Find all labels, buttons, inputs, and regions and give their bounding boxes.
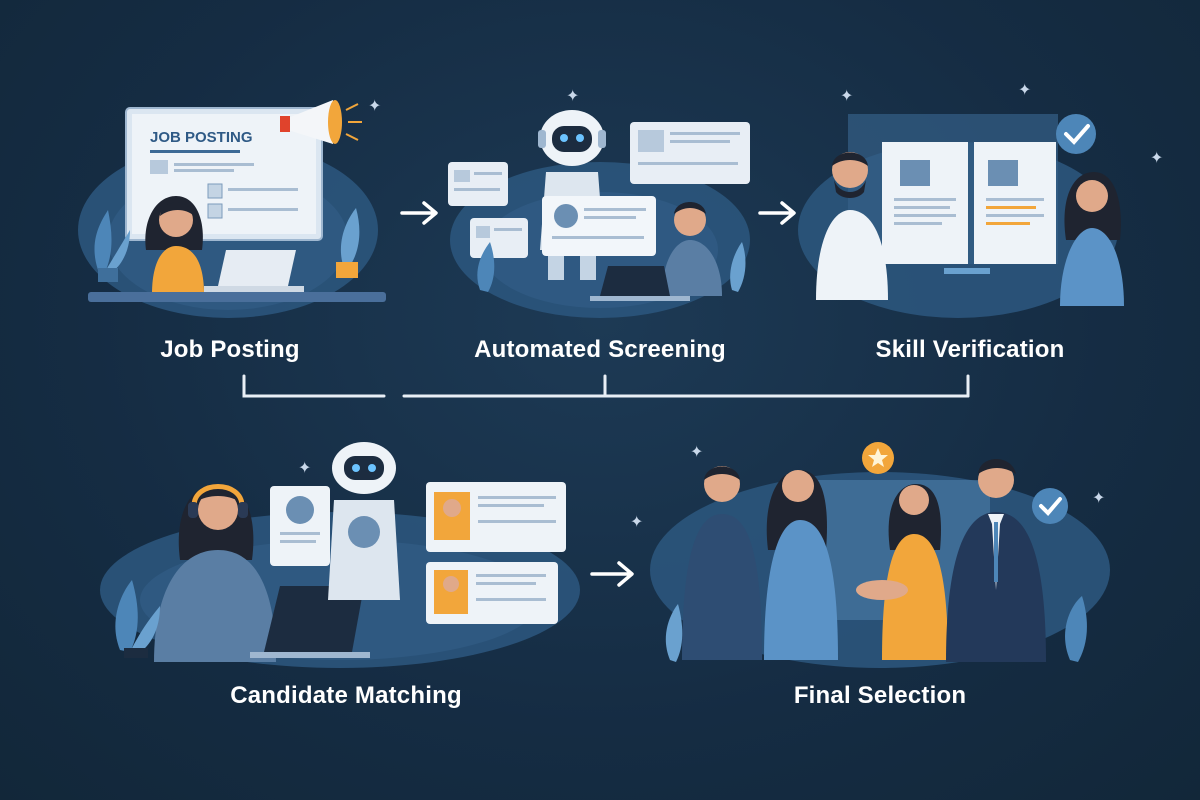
stage-label-automated-screening: Automated Screening: [474, 336, 726, 363]
arrow-right-icon: [400, 201, 438, 225]
stage-automated-screening-illustration: [448, 110, 750, 318]
stage-skill-verification-illustration: [798, 114, 1124, 318]
stage-final-selection-illustration: [650, 442, 1110, 668]
sparkle-icon: ✦: [298, 458, 312, 477]
sparkle-icon: ✦: [566, 86, 580, 105]
sparkle-icon: ✦: [368, 96, 382, 115]
star-badge-icon: [862, 442, 894, 474]
sparkle-icon: ✦: [1018, 80, 1032, 99]
stage-job-posting-illustration: JOB POSTING: [78, 100, 386, 318]
arrow-right-icon: [758, 201, 796, 225]
sparkle-icon: ✦: [630, 512, 644, 531]
stage-candidate-matching-illustration: [100, 442, 580, 668]
sparkle-icon: ✦: [1092, 488, 1106, 507]
sparkle-icon: ✦: [690, 442, 704, 461]
robot-icon: [328, 442, 400, 600]
stage-label-candidate-matching: Candidate Matching: [230, 682, 462, 709]
checkmark-badge-icon: [1056, 114, 1096, 154]
checkmark-badge-icon: [1032, 488, 1068, 524]
job-posting-sign-text: JOB POSTING: [150, 129, 253, 146]
stage-label-job-posting: Job Posting: [160, 336, 300, 363]
arrow-right-icon: [590, 561, 634, 587]
sparkle-icon: ✦: [1150, 148, 1164, 167]
stage-label-final-selection: Final Selection: [793, 682, 967, 709]
stage-label-skill-verification: Skill Verification: [875, 336, 1065, 363]
sparkle-icon: ✦: [840, 86, 854, 105]
megaphone-icon: [280, 100, 362, 144]
